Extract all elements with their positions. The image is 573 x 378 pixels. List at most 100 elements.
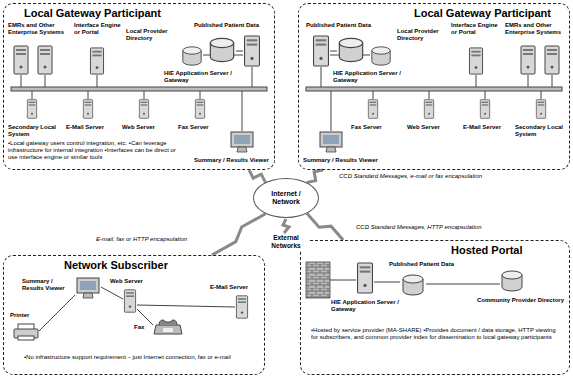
database-icon (502, 271, 522, 291)
network-link-bolt (307, 213, 343, 240)
icon-label-box: HIE Application Server / Gateway (164, 70, 242, 84)
icon-label-box: E-Mail Server (463, 124, 509, 131)
server-icon (124, 290, 135, 312)
icon-label: Fax Server (178, 124, 224, 131)
network-label: Internet / Network (254, 190, 318, 207)
icon-label: Interface Engine or Portal (74, 22, 124, 36)
icon-label: EMRs and Other Enterprise Systems (505, 22, 567, 36)
region-note: •Hosted by service provider (MA-SHARE) •… (311, 327, 563, 341)
region-note: •No infrastructure support requirement –… (24, 354, 260, 361)
icon-label: Fax Server (351, 124, 397, 131)
network-link-bolt (307, 170, 323, 182)
icon-label-box: Local Provider Directory (126, 28, 178, 42)
gateway-region: Local Gateway ParticipantPublished Patie… (298, 3, 570, 170)
icon-label: Web Server (110, 278, 154, 285)
icon-label-box: Published Patient Data (194, 22, 269, 29)
icon-label-box: Interface Engine or Portal (74, 22, 124, 36)
external-link-bolt (283, 219, 289, 233)
icon-label-box: Local Provider Directory (397, 28, 449, 42)
wire (39, 287, 235, 331)
icon-label-box: Published Patient Data (389, 261, 489, 268)
icon-label: HIE Application Server / Gateway (164, 70, 242, 84)
icon-label: Secondary Local System (8, 124, 60, 138)
gateway-icons (11, 36, 267, 152)
icon-label-box: Web Server (110, 278, 154, 285)
icon-label: Community Provider Directory (477, 297, 567, 304)
server-icon (83, 100, 92, 119)
icon-label: HIE Application Server / Gateway (333, 70, 411, 84)
icon-label-box: Community Provider Directory (477, 297, 567, 304)
firewall-icon (306, 262, 330, 298)
printer-icon (14, 324, 38, 340)
icon-label: E-Mail Server (210, 284, 266, 291)
server-icon (245, 36, 260, 66)
icon-label-box: Fax (134, 324, 152, 331)
icon-label: Printer (10, 312, 44, 319)
icon-label-box: Interface Engine or Portal (451, 22, 501, 36)
network-label: External Networks (262, 234, 310, 250)
portal-region: Hosted Portal •Hosted by service provider… (300, 240, 570, 375)
icon-label: HIE Application Server / Gateway (331, 299, 411, 313)
network-link-bolt (212, 214, 266, 255)
fax-icon (154, 320, 182, 334)
icon-label: Summary / Results Viewer (303, 157, 381, 164)
icon-label-box: Web Server (122, 124, 168, 131)
icon-label: Web Server (122, 124, 168, 131)
database-icon (210, 38, 233, 61)
server-icon (195, 100, 204, 119)
database-icon (403, 275, 423, 295)
monitor-icon (77, 278, 99, 298)
server-icon (27, 100, 36, 119)
icon-label: Published Patient Data (194, 22, 269, 29)
database-icon (183, 47, 201, 65)
icon-label: Summary / Results Viewer (22, 278, 72, 292)
icon-label-box: Fax Server (351, 124, 397, 131)
icon-label: Secondary Local System (515, 124, 567, 138)
icon-label: Published Patient Data (389, 261, 489, 268)
region-heading: Network Subscriber (64, 259, 168, 272)
region-heading: Hosted Portal (451, 244, 523, 257)
icon-label-box: Summary / Results Viewer (194, 157, 272, 164)
gateway-region: Local Gateway Participant •Local gateway … (3, 3, 275, 170)
icon-label-box: E-Mail Server (66, 124, 112, 131)
monitor-icon (231, 132, 253, 152)
icon-label-box: Summary / Results Viewer (22, 278, 72, 292)
server-icon (358, 263, 373, 293)
region-note: •Local gateway users control integration… (8, 140, 180, 162)
icon-label-box: EMRs and Other Enterprise Systems (505, 22, 567, 36)
server-icon (14, 46, 28, 74)
icon-label: Web Server (407, 124, 453, 131)
network-cloud: Internet / Network (253, 178, 319, 218)
icon-label: Fax (134, 324, 152, 331)
icon-label-box: Web Server (407, 124, 453, 131)
icon-label-box: Published Patient Data (306, 22, 381, 29)
icon-label-box: HIE Application Server / Gateway (331, 299, 411, 313)
icon-label: Local Provider Directory (397, 28, 449, 42)
icon-label-box: Secondary Local System (8, 124, 60, 138)
subscriber-region: Network Subscriber •No infrastructure sup… (3, 255, 265, 375)
server-icon (139, 100, 148, 119)
icon-label: E-Mail Server (463, 124, 509, 131)
region-heading: Local Gateway Participant (24, 7, 161, 20)
icon-label: Published Patient Data (306, 22, 381, 29)
server-icon (90, 48, 103, 74)
icon-label: EMRs and Other Enterprise Systems (8, 22, 70, 36)
icon-label-box: EMRs and Other Enterprise Systems (8, 22, 70, 36)
icon-label-box: Summary / Results Viewer (303, 157, 381, 164)
network-link-bolt (249, 170, 265, 182)
server-icon (38, 46, 52, 74)
icon-label-box: E-Mail Server (210, 284, 266, 291)
icon-label: Summary / Results Viewer (194, 157, 272, 164)
link-label: CCD Standard Messages, HTTP encapsulatio… (355, 224, 483, 231)
icon-label-box: Fax Server (178, 124, 224, 131)
icon-label-box: Printer (10, 312, 44, 319)
icon-label: E-Mail Server (66, 124, 112, 131)
server-icon (236, 296, 247, 318)
icon-label-box: HIE Application Server / Gateway (333, 70, 411, 84)
icon-label: Local Provider Directory (126, 28, 178, 42)
icon-label-box: Secondary Local System (515, 124, 567, 138)
link-label: CCD Standard Messages, e-mail or fax enc… (338, 173, 483, 180)
portal-icons (306, 262, 522, 298)
link-label: E-mail, fax or HTTP encapsulation (95, 236, 188, 243)
